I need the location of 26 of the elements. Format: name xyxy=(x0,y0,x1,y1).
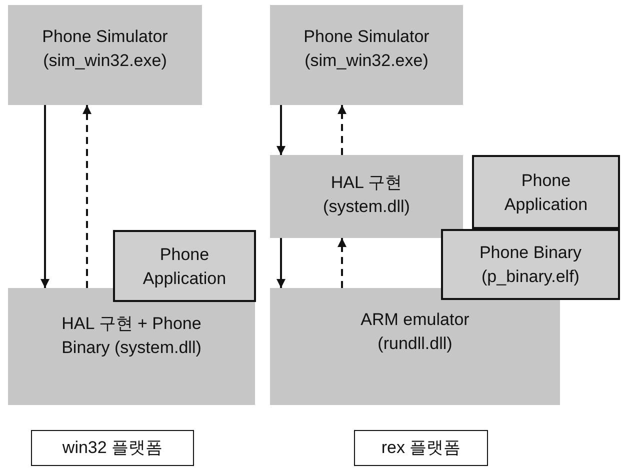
box-label: Phone Simulator (sim_win32.exe) xyxy=(41,26,169,72)
platform-label-box xyxy=(31,430,194,466)
process-box xyxy=(270,5,463,105)
dashed-arrow xyxy=(338,238,346,288)
process-box xyxy=(270,155,463,238)
box-label: Phone Simulator (sim_win32.exe) xyxy=(302,26,430,72)
process-box xyxy=(8,288,255,405)
process-box xyxy=(270,288,560,405)
platform-label-box xyxy=(354,430,488,466)
box-label: Phone Binary (p_binary.elf) xyxy=(478,242,583,288)
arrow xyxy=(276,238,286,288)
box-label: Phone Application xyxy=(142,244,228,290)
box-label: rex 플랫폼 xyxy=(380,437,462,459)
box-label: Phone Application xyxy=(503,170,589,216)
box-label: win32 플랫폼 xyxy=(61,437,164,459)
box-label: ARM emulator (rundll.dll) xyxy=(360,309,470,355)
arrow xyxy=(276,105,286,155)
component-box xyxy=(113,230,256,302)
box-label: HAL 구현 (system.dll) xyxy=(322,172,411,218)
box-label: HAL 구현 + Phone Binary (system.dll) xyxy=(60,313,202,359)
component-box xyxy=(472,155,620,229)
dashed-arrow xyxy=(82,105,92,288)
process-box xyxy=(8,5,202,105)
dashed-arrow xyxy=(338,105,346,155)
component-box xyxy=(441,229,620,300)
arrow xyxy=(40,105,50,288)
